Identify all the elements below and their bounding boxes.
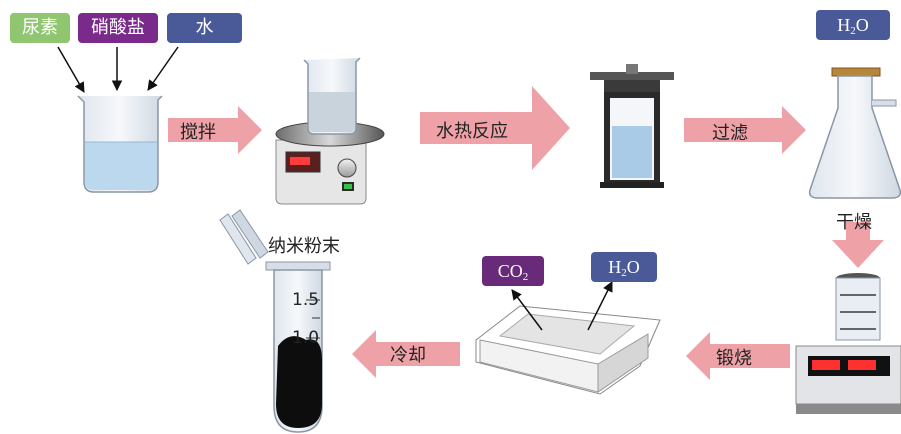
tube-mark-lower: 1.0 <box>292 328 320 348</box>
wash-water-main: H <box>837 15 851 35</box>
wash-water-tag: H2O <box>816 10 890 40</box>
wash-water-tail: O <box>855 15 869 35</box>
co2-tag: CO2 <box>482 256 544 286</box>
product-label: 纳米粉末 <box>268 236 340 257</box>
reagent-arrows <box>57 46 179 93</box>
step-dry-label: 干燥 <box>836 212 872 233</box>
h2o-gas-main: H <box>608 257 622 277</box>
co2-main: CO <box>497 261 523 281</box>
step-filter-label: 过滤 <box>712 123 748 144</box>
h2o-gas-tail: O <box>626 257 640 277</box>
freeze-dryer-icon <box>795 273 901 414</box>
flow-arrow-stir <box>168 106 262 154</box>
autoclave-icon <box>590 64 674 188</box>
beaker-icon <box>77 95 163 193</box>
step-cool-label: 冷却 <box>390 345 426 366</box>
reagent-nitrate-tag: 硝酸盐 <box>78 13 158 43</box>
h2o-gas-tag: H2O <box>591 252 657 282</box>
step-calcine-label: 锻烧 <box>716 348 752 369</box>
reagent-water-tag: 水 <box>167 13 242 43</box>
tube-mark-upper: 1.5 <box>292 290 320 310</box>
test-tube-icon <box>219 209 331 433</box>
step-hydrothermal-label: 水热反应 <box>436 121 508 142</box>
h2o-gas-sub: 2 <box>621 267 627 279</box>
flow-arrow-dry <box>832 222 884 268</box>
reagent-urea-tag: 尿素 <box>10 13 70 43</box>
flow-arrow-cool <box>352 330 460 378</box>
wash-water-sub: 2 <box>850 25 856 37</box>
crucible-tray-icon <box>475 281 661 395</box>
step-stir-label: 搅拌 <box>180 122 216 143</box>
co2-sub: 2 <box>522 271 529 283</box>
flow-arrow-calcine <box>686 332 790 380</box>
flow-arrow-filter <box>684 106 806 154</box>
magnetic-stirrer-icon <box>275 57 385 205</box>
flow-arrow-hydrothermal <box>420 86 570 170</box>
suction-flask-icon <box>808 67 901 199</box>
